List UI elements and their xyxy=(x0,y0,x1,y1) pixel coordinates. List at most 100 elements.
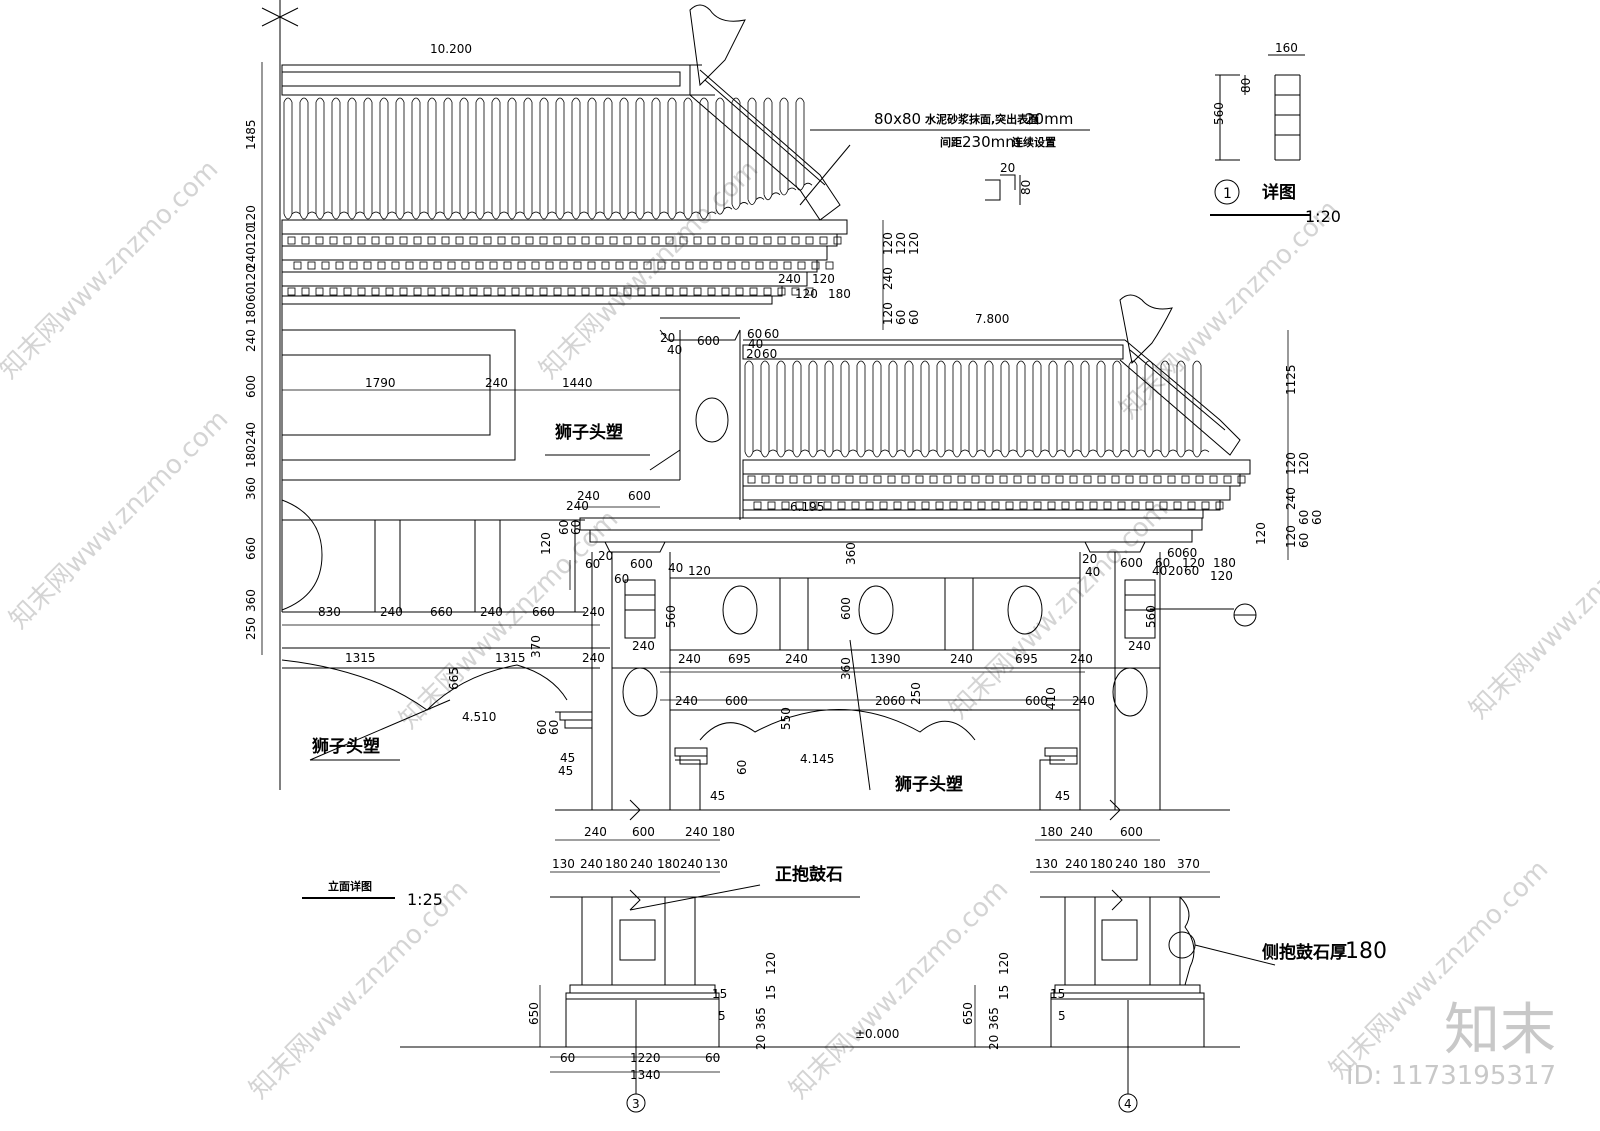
dimension-label: 20 xyxy=(1000,161,1015,175)
dimension-label: 600 xyxy=(632,825,655,839)
dimension-label: 20 xyxy=(1168,564,1183,578)
dimension-label: 40 xyxy=(668,561,683,575)
elevation-arch-right: 4.145 xyxy=(800,752,834,766)
dimension-label: 180 xyxy=(244,302,258,325)
axis-4-label: 4 xyxy=(1124,1097,1132,1111)
dimension-label: 360 xyxy=(839,657,853,680)
dimension-label: 120 xyxy=(688,564,711,578)
dimension-label: 240 xyxy=(1115,857,1138,871)
dimension-label: 240 xyxy=(778,272,801,286)
dimension-label: 1440 xyxy=(562,376,593,390)
brand-id: ID: 1173195317 xyxy=(1345,1061,1556,1091)
label-front-drum-stone: 正抱鼓石 xyxy=(775,864,843,885)
dimension-label: 1390 xyxy=(870,652,901,666)
dimension-label: 5 xyxy=(718,1009,726,1023)
dimension-label: 650 xyxy=(527,1002,541,1025)
label-side-drum-value: 180 xyxy=(1345,939,1387,964)
dimension-label: 80 xyxy=(1019,180,1033,195)
watermark-text: 知末网www.znzmo.com xyxy=(4,404,235,635)
dimension-label: 120 xyxy=(1284,525,1298,548)
label-side-drum-stone: 侧抱鼓石厚 xyxy=(1262,942,1347,963)
watermark-text: 知末网www.znzmo.com xyxy=(534,154,765,385)
base-detail-right xyxy=(1040,889,1220,1048)
dimension-label: 1315 xyxy=(345,651,376,665)
dimension-label: 20 xyxy=(754,1035,768,1050)
dimension-label: 600 xyxy=(628,489,651,503)
dimension-label: 120 xyxy=(244,265,258,288)
dimension-label: 240 xyxy=(584,825,607,839)
base-detail-left xyxy=(550,889,860,1048)
dimension-label: 240 xyxy=(566,499,589,513)
dimension-label: 600 xyxy=(839,597,853,620)
dimension-label: 240 xyxy=(244,422,258,445)
central-gate xyxy=(555,552,1230,821)
dimension-label: 180 xyxy=(712,825,735,839)
dimension-label: 120 xyxy=(539,532,553,555)
elevation-arch-left: 4.510 xyxy=(462,710,496,724)
watermark-text: 知末网www.znzmo.com xyxy=(1114,194,1345,425)
elevation-detail-scale: 1:25 xyxy=(407,890,443,909)
note-spacing-c: 连续设置 xyxy=(1012,135,1056,149)
dimension-label: 60 xyxy=(1167,546,1182,560)
dimension-label: 60 xyxy=(585,557,600,571)
dimension-label: 550 xyxy=(779,707,793,730)
dimension-label: 240 xyxy=(950,652,973,666)
dimension-label: 45 xyxy=(558,764,573,778)
dimension-label: 365 xyxy=(987,1007,1001,1030)
dimension-label: 60 xyxy=(705,1051,720,1065)
dimension-label: 60 xyxy=(569,520,583,535)
dimension-label: 665 xyxy=(447,667,461,690)
detail-number: 1 xyxy=(1223,186,1232,202)
dimension-label: 60 xyxy=(1155,556,1170,570)
label-lion-head-upper: 狮子头塑 xyxy=(554,422,623,443)
dimension-label: 240 xyxy=(1072,694,1095,708)
dimension-label: 410 xyxy=(1044,687,1058,710)
dimension-label: 560 xyxy=(664,605,678,628)
dimension-label: 660 xyxy=(244,537,258,560)
dimension-label: 60 xyxy=(557,520,571,535)
dimension-label: 120 xyxy=(1297,452,1311,475)
dimension-label: 240 xyxy=(630,857,653,871)
leader-lines xyxy=(309,129,1276,966)
north-arrow-icon xyxy=(261,0,299,790)
dimension-label: 240 xyxy=(480,605,503,619)
dimension-label: 240 xyxy=(678,652,701,666)
dimension-label: 650 xyxy=(961,1002,975,1025)
watermark-brand: 知末 ID: 1173195317 xyxy=(1345,1001,1556,1092)
dimension-label: 240 xyxy=(785,652,808,666)
dimension-label: 180 xyxy=(1143,857,1166,871)
label-lion-head-center: 狮子头塑 xyxy=(894,774,963,795)
dimension-label: 240 xyxy=(1070,825,1093,839)
annotation-labels: 狮子头塑 狮子头塑 狮子头塑 正抱鼓石 侧抱鼓石厚 180 80x80 水泥砂浆… xyxy=(311,110,1387,1111)
dimension-label: 20 xyxy=(598,549,613,563)
dimension-label: 60 xyxy=(1297,533,1311,548)
dimension-label: 600 xyxy=(1120,825,1143,839)
dimension-label: 560 xyxy=(1212,102,1226,125)
note-text: 水泥砂浆抹面,突出表面 xyxy=(925,112,1039,126)
dimension-label: 80 xyxy=(1239,78,1253,93)
dimension-label: 60 xyxy=(535,720,549,735)
dimension-label: 20 xyxy=(1082,552,1097,566)
dimension-lines xyxy=(261,62,1289,1073)
dimension-label: 600 xyxy=(725,694,748,708)
dimension-label: 240 xyxy=(244,329,258,352)
dimension-label: 240 xyxy=(244,247,258,270)
dimension-label: 360 xyxy=(244,477,258,500)
dimension-label: 240 xyxy=(580,857,603,871)
dimension-label: 45 xyxy=(560,751,575,765)
dimension-label: 240 xyxy=(675,694,698,708)
dimension-label: 120 xyxy=(795,287,818,301)
dimension-label: 45 xyxy=(710,789,725,803)
detail-1-drawing xyxy=(302,54,1310,899)
dimension-label: 40 xyxy=(748,337,763,351)
dimension-label: 15 xyxy=(764,985,778,1000)
watermark-text: 知末网www.znzmo.com xyxy=(1464,494,1600,725)
dimension-label: 240 xyxy=(680,857,703,871)
label-lion-head-left: 狮子头塑 xyxy=(311,736,380,757)
dimension-label: 120 xyxy=(244,205,258,228)
dimension-label: 240 xyxy=(632,639,655,653)
dimension-label: 240 xyxy=(577,489,600,503)
dimension-label: 660 xyxy=(430,605,453,619)
dimension-label: 120 xyxy=(1254,522,1268,545)
